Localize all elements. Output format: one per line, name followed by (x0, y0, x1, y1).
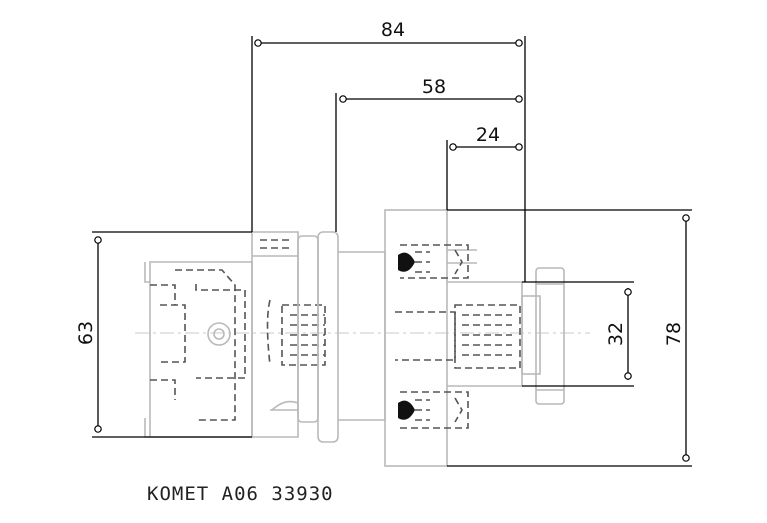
dim-bore-height: 32 (522, 281, 634, 387)
dim-63-label: 63 (75, 321, 97, 345)
dim-body-length: 58 (335, 76, 523, 232)
dim-overall-length: 84 (251, 19, 526, 282)
screw-head-bottom (398, 400, 415, 420)
flange-screws (395, 244, 521, 429)
shank-body (144, 231, 299, 438)
dim-shank-height: 63 (75, 231, 252, 438)
dim-flange-height: 78 (447, 209, 692, 467)
pin-hole (207, 322, 231, 346)
shank-hidden-lines (150, 239, 326, 421)
screw-head-top (398, 252, 415, 272)
pin-hole-inner (213, 328, 225, 340)
cutter-head (521, 267, 565, 405)
dim-32-label: 32 (605, 322, 627, 346)
dim-58-label: 58 (422, 76, 446, 98)
dim-flange-length: 24 (446, 124, 523, 210)
dim-78-label: 78 (663, 322, 685, 346)
part-number-caption: KOMET A06 33930 (147, 483, 334, 505)
dim-24-label: 24 (476, 124, 500, 146)
dim-84-label: 84 (381, 19, 405, 41)
